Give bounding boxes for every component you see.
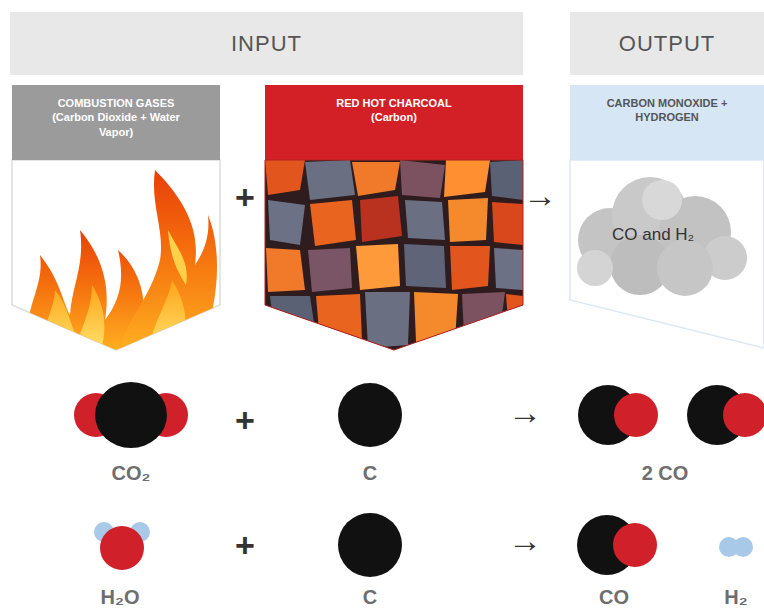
header-band: INPUT <box>10 12 523 75</box>
coal-chunk <box>360 196 402 242</box>
panel-outline <box>265 160 523 350</box>
coal-chunk <box>405 200 445 240</box>
flame-core <box>44 285 104 352</box>
arrow-sign: → <box>523 178 557 212</box>
coal-chunk <box>270 296 315 335</box>
carbon-atom <box>338 383 402 447</box>
plus-sign: + <box>235 403 255 437</box>
coal-chunk <box>490 160 523 200</box>
cloud-puff <box>577 250 613 286</box>
coal-chunk <box>310 200 356 246</box>
oxygen-atom <box>613 523 657 567</box>
arrow-sign: → <box>508 523 542 557</box>
formula-label: H₂ <box>724 587 747 607</box>
flame <box>120 170 217 352</box>
coal-chunk <box>316 294 362 342</box>
plus-sign: + <box>235 180 255 214</box>
hydrogen-atom <box>733 537 753 557</box>
oxygen-atom <box>723 393 764 437</box>
flames <box>28 170 217 352</box>
flame-core <box>150 280 186 352</box>
panel-subtitle: (Carbon) <box>285 110 503 124</box>
co-molecule <box>578 385 658 445</box>
charcoal <box>265 160 523 350</box>
formula-label: 2 CO <box>642 463 689 483</box>
h2-molecule <box>719 537 753 557</box>
panel-header-text: COMBUSTION GASES(Carbon Dioxide + Water … <box>12 85 220 160</box>
coal-chunk <box>448 198 488 242</box>
coal-chunk <box>352 162 400 196</box>
coal-chunk <box>356 244 400 290</box>
cloud-label: CO and H₂ <box>612 225 694 245</box>
coal-chunk <box>450 246 490 290</box>
coal-chunk <box>414 292 458 342</box>
cloud-puff <box>642 180 682 220</box>
oxygen-atom <box>100 526 144 570</box>
gas-cloud <box>577 177 747 296</box>
input-panel: RED HOT CHARCOAL(Carbon) <box>265 85 523 350</box>
flame-tongue <box>168 230 187 285</box>
coal-chunk <box>308 248 352 292</box>
input-panel: COMBUSTION GASES(Carbon Dioxide + Water … <box>12 85 220 350</box>
formula-label: CO <box>599 587 629 607</box>
panel-subtitle: (Carbon Dioxide + Water Vapor) <box>46 110 186 139</box>
coal-chunk <box>400 160 445 198</box>
panel-header <box>265 85 523 160</box>
panel-body <box>570 160 764 348</box>
panel-title: COMBUSTION GASES <box>46 96 186 110</box>
h2o-molecule <box>94 522 150 570</box>
coal-chunk <box>444 160 490 197</box>
co-molecule <box>687 385 764 445</box>
carbon-atom <box>95 382 167 448</box>
formula-label: C <box>363 587 377 607</box>
panel-header-text: RED HOT CHARCOAL(Carbon) <box>265 85 523 160</box>
arrow-sign: → <box>508 395 542 429</box>
panel-title: RED HOT CHARCOAL <box>285 96 503 110</box>
co-molecule <box>577 515 657 575</box>
formula-label: H₂O <box>101 587 140 607</box>
co2-molecule <box>74 382 188 448</box>
panel-header-text: CARBON MONOXIDE + HYDROGEN <box>570 85 764 160</box>
coal-chunk <box>265 160 305 195</box>
band-title: OUTPUT <box>570 12 764 75</box>
coal-chunk <box>492 202 523 245</box>
coal-chunk <box>494 248 523 290</box>
formula-label: CO₂ <box>112 463 151 483</box>
charcoal-ground <box>265 160 523 350</box>
panel-header <box>12 85 220 160</box>
panel-title: CARBON MONOXIDE + HYDROGEN <box>584 96 750 125</box>
plus-sign: + <box>235 528 255 562</box>
coal-chunk <box>365 292 410 348</box>
coal-chunk <box>305 160 355 200</box>
panel-header <box>570 85 764 160</box>
coal-chunk <box>268 200 305 245</box>
cloud-puff <box>657 240 713 296</box>
carbon-atom <box>338 513 402 577</box>
coal-chunk <box>266 248 305 292</box>
formula-label: C <box>363 463 377 483</box>
output-panel: CARBON MONOXIDE + HYDROGEN CO and H₂ <box>570 85 764 350</box>
input-band <box>10 12 523 75</box>
oxygen-atom <box>614 393 658 437</box>
header-band: OUTPUT <box>570 12 764 75</box>
band-title: INPUT <box>10 12 523 75</box>
output-band <box>570 12 764 75</box>
coal-chunk <box>404 244 446 288</box>
